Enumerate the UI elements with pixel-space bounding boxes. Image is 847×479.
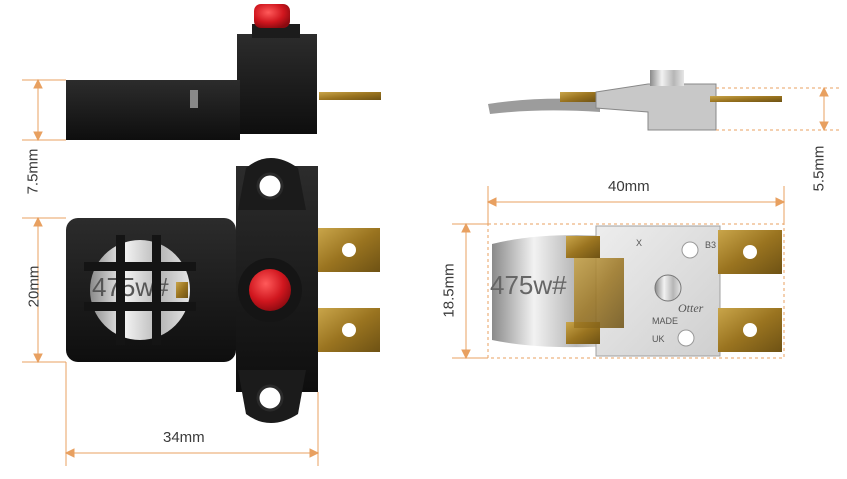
dim-right-width: 40mm [608, 178, 650, 195]
plate-mark-made: MADE [652, 316, 678, 326]
side-contact [560, 92, 596, 102]
contact-arm [574, 258, 624, 328]
plate-mark-b3: B3 [705, 240, 716, 250]
side-clip [190, 90, 198, 108]
plate-hole-top [681, 241, 699, 259]
red-button-side [254, 4, 290, 28]
blade-lower-hole [743, 323, 757, 337]
plate-brand: Otter [678, 301, 704, 315]
strip-marking: 475w# [490, 270, 567, 300]
contact-tab-top [566, 236, 600, 258]
red-button-top [249, 269, 291, 311]
plate-mark-uk: UK [652, 334, 665, 344]
side-blade [710, 96, 782, 102]
side-body [66, 80, 240, 140]
mount-hole-top [256, 172, 284, 200]
terminal-upper-hole [342, 243, 356, 257]
plate-hole-bottom [677, 329, 695, 347]
adjust-screw [654, 274, 682, 302]
terminal-lower-hole [342, 323, 356, 337]
side-terminal [319, 92, 381, 100]
left-side-view [66, 4, 381, 140]
mount-hole-bottom [256, 384, 284, 412]
dim-right-height-main: 18.5mm [440, 263, 458, 318]
left-top-view: 475w# [66, 158, 380, 423]
dim-right-height-top: 5.5mm [810, 145, 828, 192]
button-housing [237, 34, 317, 134]
rivet-tab [176, 282, 188, 298]
left-dimension-lines [22, 78, 320, 466]
dim-left-height-top: 7.5mm [24, 148, 42, 195]
side-leaf-spring [488, 98, 600, 114]
blade-upper-hole [743, 245, 757, 259]
plate-mark-x: X [636, 238, 642, 248]
right-side-view [488, 70, 782, 131]
outline-box [487, 223, 785, 359]
right-top-view: 475w# X B3 MADE UK Otter [487, 223, 785, 359]
right-dimension-lines [452, 86, 840, 360]
cage-grid [84, 235, 196, 345]
side-screw [650, 70, 684, 86]
dim-left-height-main: 20mm [25, 265, 43, 308]
dim-left-width: 34mm [163, 429, 205, 446]
side-plate [595, 83, 717, 131]
